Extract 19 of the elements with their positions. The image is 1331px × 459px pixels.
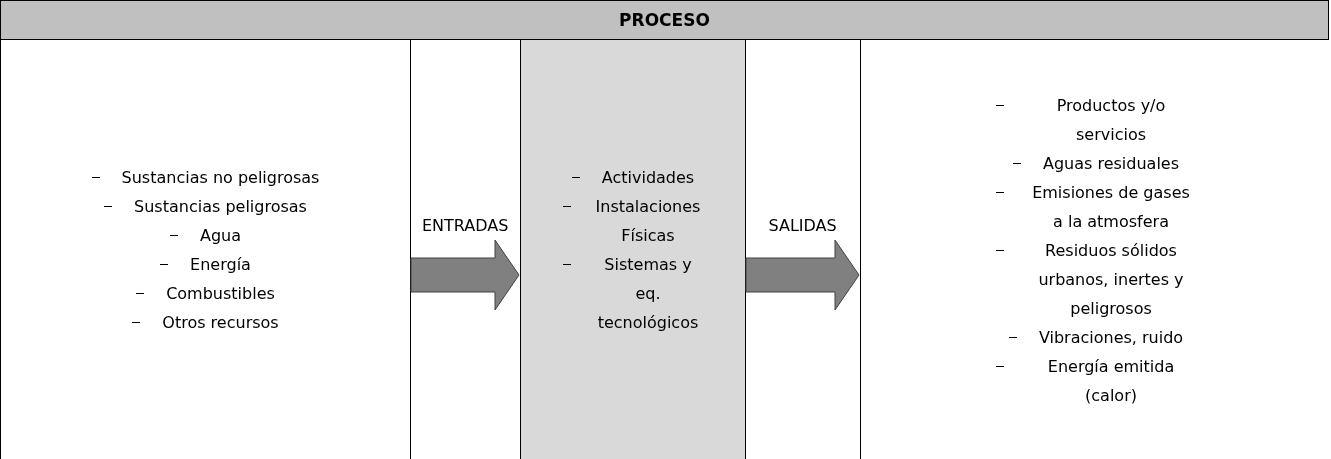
list-item: Sustancias no peligrosas bbox=[121, 167, 320, 189]
list-item: Residuos sólidos urbanos, inertes y peligrosos bbox=[1037, 239, 1185, 320]
list-item: Productos y/o servicios bbox=[1055, 94, 1167, 146]
list-item: Actividades bbox=[601, 167, 695, 189]
list-item: Emisiones de gases a la atmosfera bbox=[1031, 181, 1191, 233]
list-item: Energía emitida (calor) bbox=[1046, 355, 1176, 407]
list-item: Vibraciones, ruido bbox=[1038, 326, 1184, 349]
block-arrow bbox=[410, 239, 520, 311]
table-cell bbox=[521, 40, 745, 459]
list-item: Instalaciones Físicas bbox=[594, 196, 702, 247]
title: PROCESO bbox=[619, 10, 710, 30]
list-item: Aguas residuales bbox=[1042, 152, 1179, 175]
list-item: Combustibles bbox=[166, 283, 275, 305]
list-item: Energía bbox=[190, 254, 251, 276]
list-item: Otros recursos bbox=[162, 312, 279, 334]
block-arrow bbox=[745, 239, 860, 311]
list-item: Sustancias peligrosas bbox=[134, 196, 307, 218]
list-item: Sistemas y eq. tecnológicos bbox=[596, 254, 700, 334]
list-item: Agua bbox=[199, 225, 241, 247]
